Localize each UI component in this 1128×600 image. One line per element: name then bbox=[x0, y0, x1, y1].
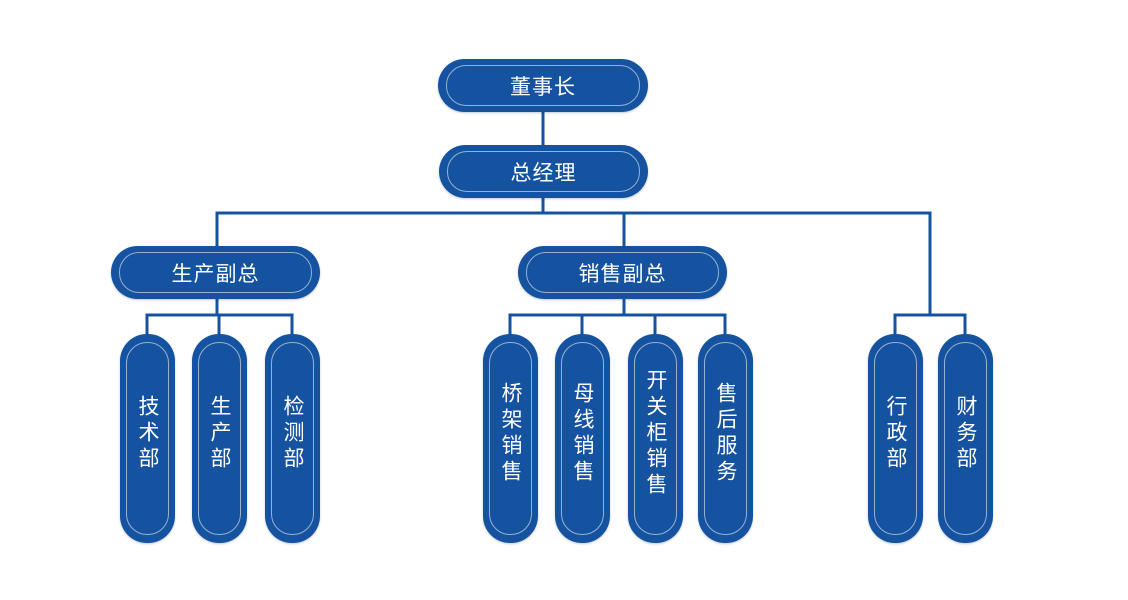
node-chairman-label: 董事长 bbox=[510, 74, 576, 99]
node-vp-production: 生产副总 bbox=[111, 246, 320, 299]
node-dept-switchgear-sales: 开关柜销售 bbox=[628, 334, 683, 543]
node-dept-production: 生产部 bbox=[192, 334, 247, 543]
node-general-manager-label: 总经理 bbox=[510, 160, 577, 185]
node-vp-production-label: 生产副总 bbox=[171, 261, 260, 286]
node-dept-admin-label: 行政部 bbox=[884, 394, 908, 473]
node-dept-inspection-label: 检测部 bbox=[281, 394, 305, 473]
node-dept-production-label: 生产部 bbox=[208, 394, 232, 473]
node-vp-sales: 销售副总 bbox=[518, 246, 727, 299]
node-vp-sales-label: 销售副总 bbox=[578, 261, 667, 286]
node-dept-switchgear-sales-label: 开关柜销售 bbox=[644, 368, 668, 499]
node-dept-finance: 财务部 bbox=[938, 334, 993, 543]
node-dept-busbar-sales-label: 母线销售 bbox=[571, 381, 595, 486]
node-dept-tech-label: 技术部 bbox=[136, 394, 160, 473]
node-dept-finance-label: 财务部 bbox=[954, 394, 978, 473]
node-dept-after-sales-label: 售后服务 bbox=[714, 381, 738, 486]
node-general-manager: 总经理 bbox=[439, 145, 648, 198]
node-dept-busbar-sales: 母线销售 bbox=[555, 334, 610, 543]
node-chairman: 董事长 bbox=[438, 59, 648, 112]
node-dept-tray-sales-label: 桥架销售 bbox=[499, 381, 523, 486]
node-dept-after-sales: 售后服务 bbox=[698, 334, 753, 543]
node-dept-tech: 技术部 bbox=[120, 334, 175, 543]
node-dept-admin: 行政部 bbox=[868, 334, 923, 543]
node-dept-inspection: 检测部 bbox=[265, 334, 320, 543]
node-dept-tray-sales: 桥架销售 bbox=[483, 334, 538, 543]
